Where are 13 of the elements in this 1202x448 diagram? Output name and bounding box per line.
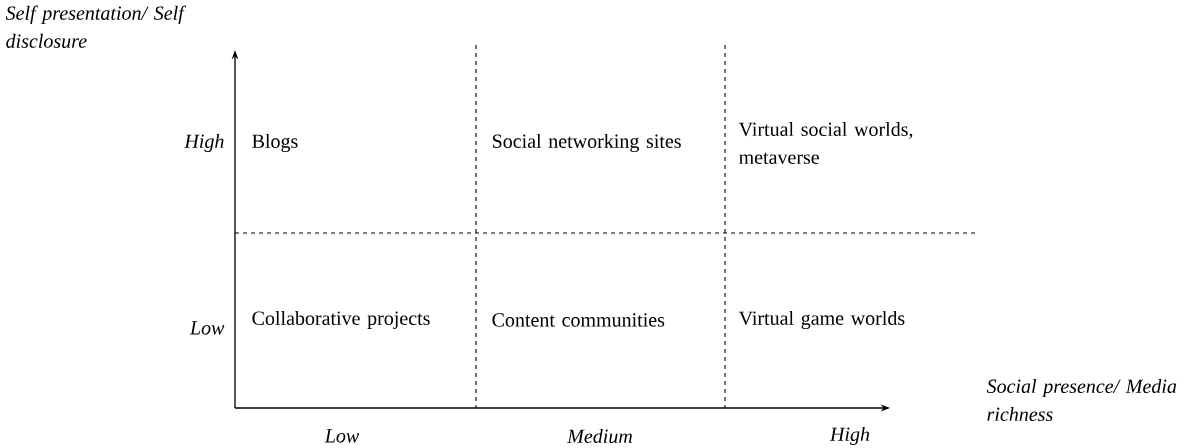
axis-tick-label: Low	[189, 321, 225, 335]
cell-text: Social networking sites	[492, 133, 681, 153]
axis-title: Self presentation/ Self disclosure	[5, 5, 187, 48]
axis-tick-label: Low	[324, 429, 360, 443]
cell-text: Virtual game worlds	[738, 310, 905, 330]
axis-tick-label: Medium	[567, 428, 632, 444]
axis-tick-label: High	[184, 133, 224, 153]
cell-text: Virtual social worlds, metaverse	[738, 121, 913, 164]
axis-title: Social presence/ Media richness	[986, 378, 1177, 421]
cell-text: Blogs	[252, 133, 298, 153]
axis-tick-label: High	[829, 426, 870, 446]
cell-text: Content communities	[492, 313, 665, 327]
cell-text: Collaborative projects	[252, 310, 430, 330]
